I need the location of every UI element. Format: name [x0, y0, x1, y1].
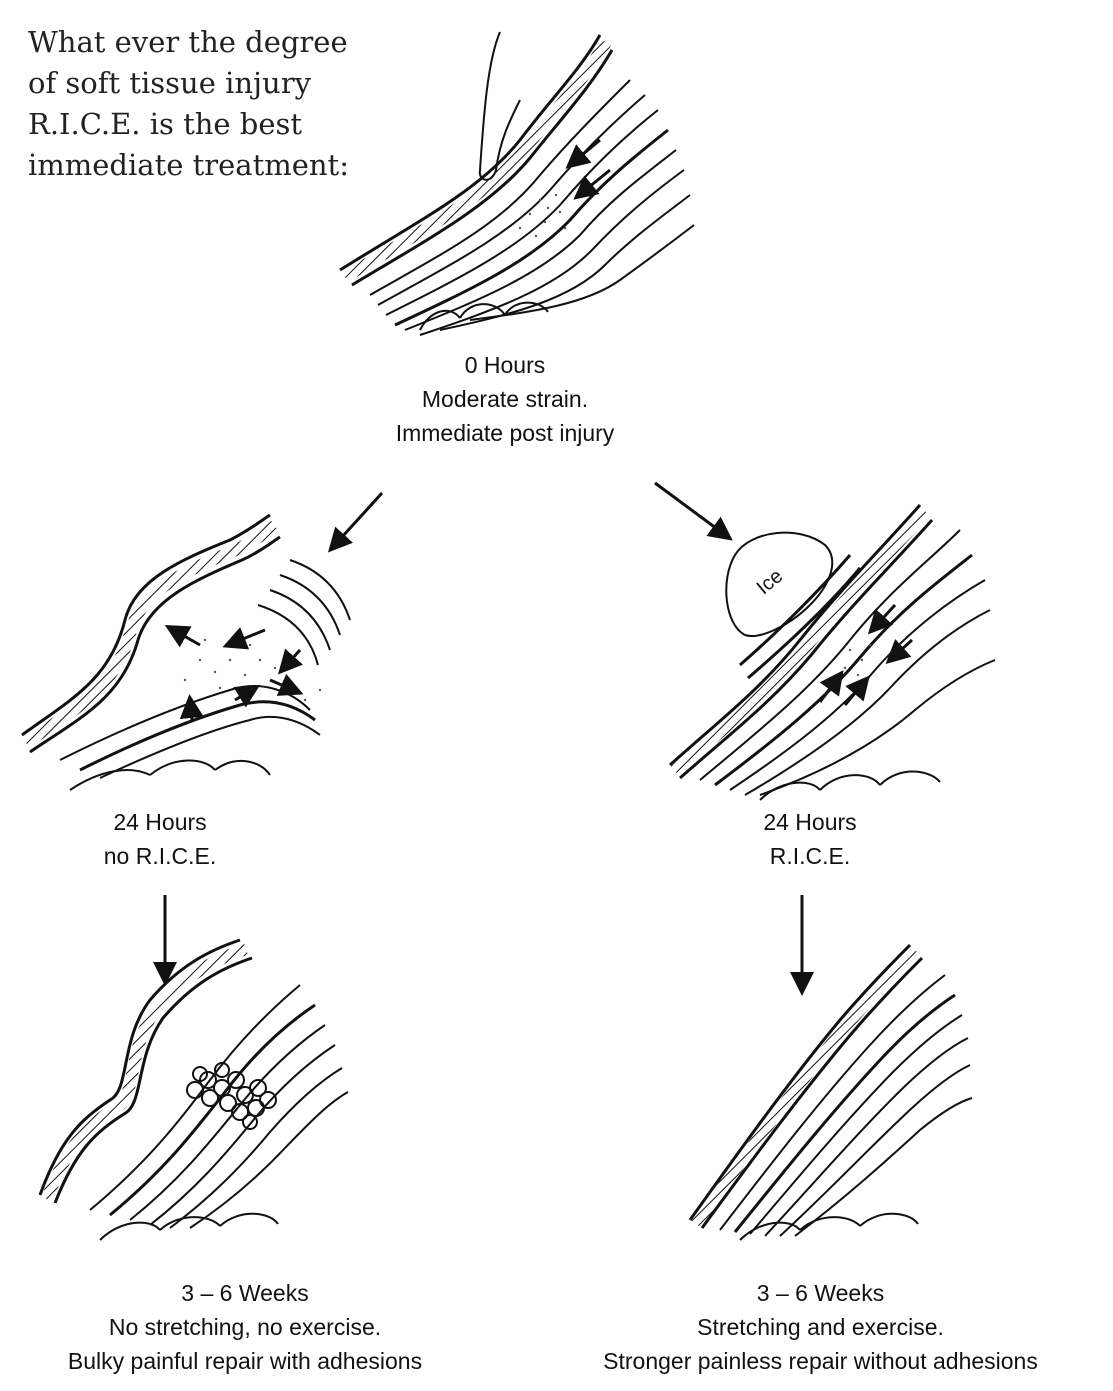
illustration-24h-rice: Ice — [668, 504, 996, 801]
caption-weeks-rice: 3 – 6 Weeks Stretching and exercise. Str… — [548, 1276, 1093, 1378]
illustration-0-hours — [339, 31, 695, 336]
caption-24h-no-rice: 24 Hours no R.I.C.E. — [40, 805, 280, 873]
ice-pack-icon — [725, 531, 834, 637]
intro-text: What ever the degree of soft tissue inju… — [28, 25, 349, 182]
caption-24h-rice: 24 Hours R.I.C.E. — [690, 805, 930, 873]
caption-time: 0 Hours — [464, 352, 546, 378]
caption-line2: Bulky painful repair with adhesions — [67, 1348, 423, 1374]
caption-line1: no R.I.C.E. — [103, 843, 217, 869]
caption-line1: Stretching and exercise. — [697, 1314, 944, 1340]
caption-line2: Immediate post injury — [395, 420, 615, 446]
caption-line1: Moderate strain. — [421, 386, 589, 412]
illustration-24h-no-rice — [21, 513, 351, 791]
caption-time: 24 Hours — [113, 809, 207, 835]
illustration-weeks-no-rice — [38, 938, 349, 1241]
caption-time: 24 Hours — [763, 809, 857, 835]
caption-weeks-no-rice: 3 – 6 Weeks No stretching, no exercise. … — [15, 1276, 475, 1378]
adhesion-cluster — [186, 1062, 277, 1130]
ice-label: Ice — [753, 565, 788, 599]
arrow-to-rice — [654, 481, 733, 541]
illustration-weeks-rice — [688, 943, 973, 1241]
caption-line2: Stronger painless repair without adhesio… — [603, 1348, 1038, 1374]
caption-0-hours: 0 Hours Moderate strain. Immediate post … — [340, 348, 670, 450]
caption-time: 3 – 6 Weeks — [181, 1280, 309, 1306]
caption-line1: R.I.C.E. — [769, 843, 851, 869]
arrow-to-no-rice — [327, 491, 384, 553]
caption-line1: No stretching, no exercise. — [108, 1314, 382, 1340]
caption-time: 3 – 6 Weeks — [756, 1280, 885, 1306]
